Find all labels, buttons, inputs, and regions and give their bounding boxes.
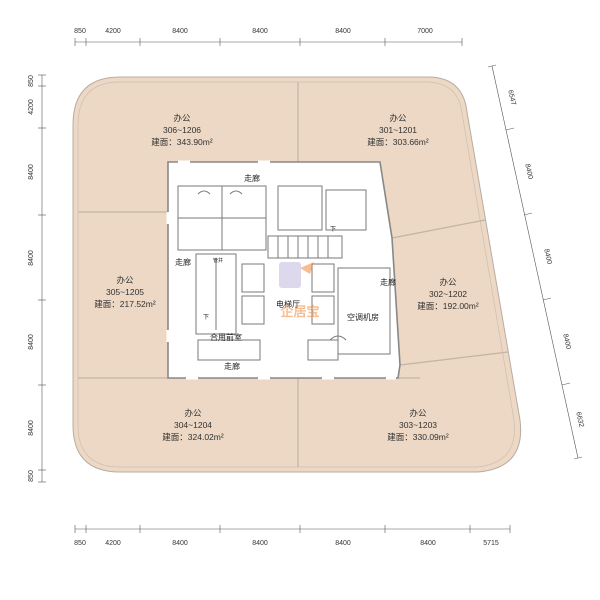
unit-area: 建面：192.00m² (417, 301, 479, 311)
unit-306-1206: 办公 306~1206 建面：343.90m² (151, 113, 213, 147)
core-area (167, 161, 401, 379)
unit-number: 303~1203 (399, 420, 437, 430)
corridor-right-label: 走廊 (380, 277, 396, 287)
elevator-hall-label: 电梯厅 (276, 299, 300, 309)
dim-left-2: 4200 (28, 99, 35, 115)
unit-area: 建面：343.90m² (151, 137, 213, 147)
stair-down-label: 下 (330, 226, 336, 233)
dim-left-3: 8400 (28, 164, 35, 180)
corridor-bottom-label: 走廊 (224, 361, 240, 371)
core-walls (177, 185, 391, 361)
dim-top-2: 4200 (105, 28, 121, 35)
dim-right-2: 8400 (523, 163, 533, 180)
unit-304-1204: 办公 304~1204 建面：324.02m² (162, 408, 224, 442)
dim-bottom-1: 850 (74, 540, 86, 547)
dim-left-6: 8400 (28, 420, 35, 436)
dim-left-1: 850 (28, 75, 35, 87)
unit-301-1201: 办公 301~1201 建面：303.66m² (367, 113, 429, 147)
dim-top-1: 850 (74, 28, 86, 35)
unit-305-1205: 办公 305~1205 建面：217.52m² (94, 275, 156, 309)
watermark-text: 企居宝 (279, 304, 319, 320)
shaft-label: 管井 (213, 257, 223, 264)
dimension-lines (38, 38, 583, 533)
watermark-logo: 企居宝 (279, 262, 320, 320)
unit-number: 304~1204 (174, 420, 212, 430)
dim-bottom-6: 8400 (420, 540, 436, 547)
unit-title: 办公 (439, 277, 457, 287)
dim-top-6: 7000 (417, 28, 433, 35)
unit-title: 办公 (116, 275, 134, 285)
dim-left-7: 850 (28, 470, 35, 482)
unit-title: 办公 (184, 408, 202, 418)
unit-title: 办公 (389, 113, 407, 123)
dim-bottom-3: 8400 (172, 540, 188, 547)
dim-bottom-5: 8400 (335, 540, 351, 547)
watermark-mark (279, 262, 301, 288)
unit-area: 建面：303.66m² (367, 137, 429, 147)
unit-area: 建面：217.52m² (94, 299, 156, 309)
corridor-top-label: 走廊 (244, 173, 260, 183)
dim-bottom-2: 4200 (105, 540, 121, 547)
unit-number: 301~1201 (379, 125, 417, 135)
ac-room-label: 空调机房 (347, 312, 379, 322)
dim-top-5: 8400 (335, 28, 351, 35)
dim-left-5: 8400 (28, 334, 35, 350)
door-openings (166, 160, 396, 380)
unit-area: 建面：330.09m² (387, 432, 449, 442)
dim-right-3: 8400 (542, 248, 552, 265)
stair-down-label-2: 下 (203, 314, 209, 321)
unit-number: 302~1202 (429, 289, 467, 299)
watermark-arrow (300, 262, 314, 274)
dim-top-3: 8400 (172, 28, 188, 35)
unit-area: 建面：324.02m² (162, 432, 224, 442)
unit-title: 办公 (173, 113, 191, 123)
unit-number: 306~1206 (163, 125, 201, 135)
dim-right-5: 6632 (574, 411, 584, 428)
dim-bottom-7: 5715 (483, 540, 499, 547)
dim-top-4: 8400 (252, 28, 268, 35)
unit-303-1203: 办公 303~1203 建面：330.09m² (387, 408, 449, 442)
dimension-labels: 850 4200 8400 8400 8400 7000 850 4200 84… (28, 28, 585, 547)
corridor-left-label: 走廊 (175, 257, 191, 267)
dim-right-4: 8400 (561, 333, 571, 350)
dim-left-4: 8400 (28, 250, 35, 266)
unit-number: 305~1205 (106, 287, 144, 297)
dim-right-1: 6547 (506, 89, 516, 106)
unit-title: 办公 (409, 408, 427, 418)
dim-bottom-4: 8400 (252, 540, 268, 547)
unit-302-1202: 办公 302~1202 建面：192.00m² (417, 277, 479, 311)
shared-anteroom-label: 合用前室 (210, 332, 242, 342)
